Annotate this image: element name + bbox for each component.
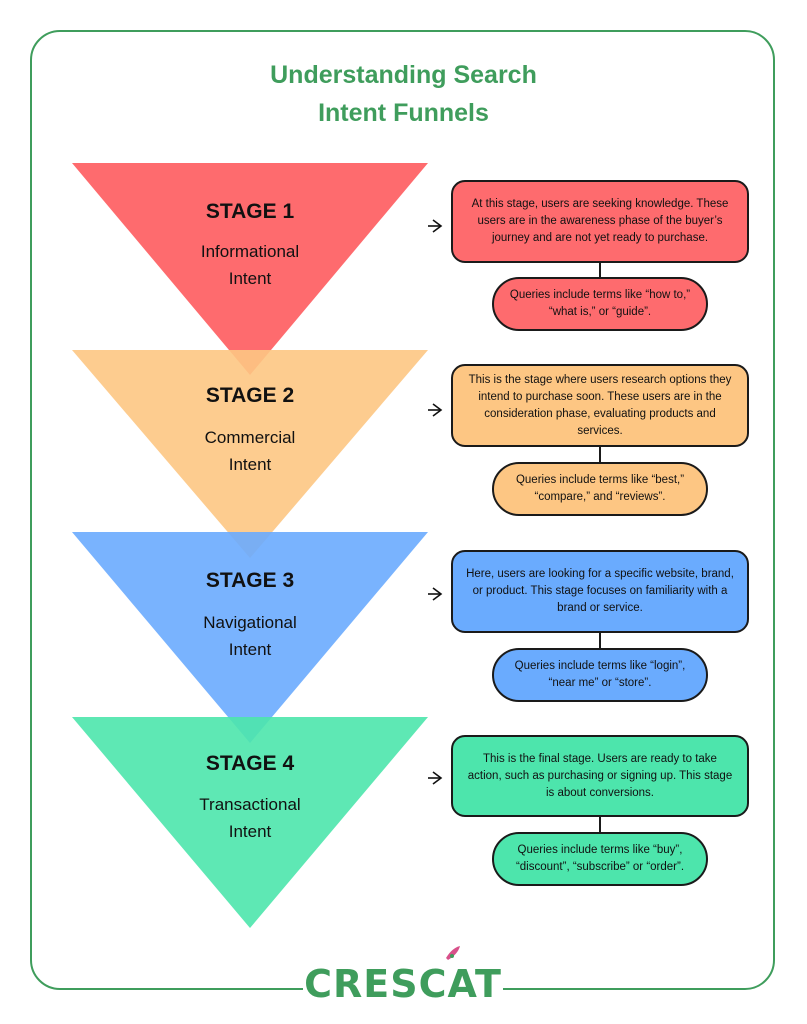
stage-2-queries: Queries include terms like “best,” “comp… (492, 462, 708, 516)
stage-1-triangle (72, 163, 428, 375)
stage-3-description: Here, users are looking for a specific w… (451, 550, 749, 633)
stage-2-intent: Commercial Intent (130, 424, 370, 478)
stage-3-triangle (72, 532, 428, 743)
arrow-3-head (432, 587, 443, 601)
crescat-logo: CRESCAT (304, 962, 502, 1006)
stage-1-description: At this stage, users are seeking knowled… (451, 180, 749, 263)
stage-3-queries: Queries include terms like “login”, “nea… (492, 648, 708, 702)
stage-2-intent-line-2: Intent (228, 455, 272, 474)
arrows (428, 219, 443, 785)
stage-1-intent-line-2: Intent (228, 269, 272, 288)
stage-4-queries: Queries include terms like “buy”, “disco… (492, 832, 708, 886)
stage-1-queries: Queries include terms like “how to,” “wh… (492, 277, 708, 331)
arrow-1-head (432, 219, 443, 233)
stage-4-description: This is the final stage. Users are ready… (451, 735, 749, 817)
stage-4-intent-line-1: Transactional (199, 795, 301, 814)
stage-1-intent: Informational Intent (130, 238, 370, 292)
stage-4-intent-line-2: Intent (228, 822, 272, 841)
stage-4-intent: Transactional Intent (130, 791, 370, 845)
stage-2-description: This is the stage where users research o… (451, 364, 749, 447)
stage-2-triangle (72, 350, 428, 558)
footer-gap (303, 975, 503, 1005)
stage-2-intent-line-1: Commercial (204, 428, 296, 447)
stage-3-intent-line-1: Navigational (203, 613, 297, 632)
stage-3-label: STAGE 3 (205, 569, 295, 592)
page-title: Understanding Search Intent Funnels (0, 56, 807, 132)
stage-4-triangle (72, 717, 428, 928)
stage-3-intent: Navigational Intent (130, 609, 370, 663)
title-line-2: Intent Funnels (318, 99, 489, 127)
stage-1-label: STAGE 1 (205, 200, 295, 223)
stage-1-intent-line-1: Informational (200, 242, 300, 261)
stage-3-intent-line-2: Intent (228, 640, 272, 659)
title-line-1: Understanding Search (270, 61, 537, 89)
arrow-2-head (432, 403, 443, 417)
arrow-4-head (432, 771, 443, 785)
stage-4-label: STAGE 4 (205, 752, 295, 775)
rocket-icon (446, 946, 460, 960)
stage-2-label: STAGE 2 (205, 384, 295, 407)
